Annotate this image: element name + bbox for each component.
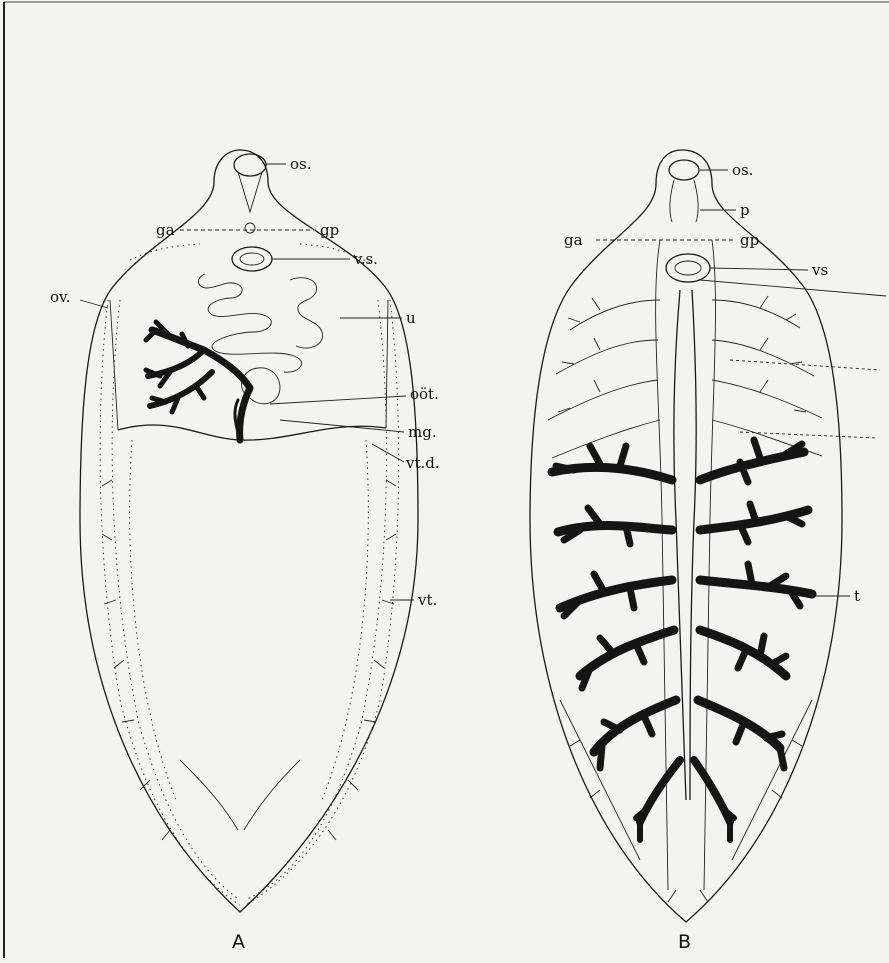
panel-b-label-ga: ga	[564, 231, 583, 249]
panel-b: os. p ga gp vs t B	[530, 150, 886, 953]
panel-a-label-gp: gp	[320, 221, 339, 239]
panel-a-vitelline-sides	[110, 300, 388, 430]
panel-a-label-vtd: vt.d.	[405, 454, 440, 472]
panel-a-leader-mg	[280, 420, 404, 432]
panel-a-ovary	[146, 322, 250, 440]
panel-b-label-os: os.	[732, 161, 754, 179]
panel-b-label-p: p	[740, 201, 750, 219]
panel-a-caption: A	[232, 931, 245, 953]
panel-b-caption: B	[678, 931, 691, 953]
panel-a-genital-pore	[245, 223, 255, 233]
panel-a-label-ga: ga	[156, 221, 175, 239]
panel-a-label-oot: oöt.	[410, 385, 439, 403]
panel-b-label-gp: gp	[740, 231, 759, 249]
panel-a-label-vs: v.s.	[353, 250, 378, 268]
panel-a-label-mg: mg.	[408, 423, 437, 441]
panel-a-pharynx	[238, 172, 262, 212]
panel-b-leader-extra-1	[700, 280, 886, 296]
panel-b-ventral-sucker-inner	[675, 261, 701, 275]
panel-a-ventral-sucker-inner	[240, 253, 264, 265]
panel-b-label-vs: vs	[811, 261, 828, 279]
panel-b-oral-sucker	[669, 160, 699, 180]
panel-a-label-os: os.	[290, 155, 312, 173]
panel-b-pharynx	[670, 180, 698, 222]
panel-b-ventral-sucker	[666, 254, 710, 282]
panel-b-leader-vs	[710, 268, 808, 270]
panel-b-leader-extra-2	[730, 360, 880, 370]
panel-a-vitellaria	[100, 244, 399, 905]
panel-a-label-ov: ov.	[50, 288, 71, 306]
panel-b-label-t: t	[854, 587, 860, 605]
panel-b-testes	[552, 440, 812, 840]
panel-a-label-vt: vt.	[417, 591, 437, 609]
panel-a-ventral-sucker	[232, 247, 272, 271]
panel-a-vitelline-duct	[118, 425, 386, 440]
panel-a: os. ga gp v.s. ov. u oöt. mg. vt.d. vt. …	[50, 150, 440, 953]
panel-a-oral-sucker	[234, 154, 266, 176]
panel-b-cirrus-sac	[674, 290, 696, 800]
panel-a-label-u: u	[406, 309, 416, 327]
panel-a-leader-vtd	[372, 444, 404, 462]
panel-a-vitellaria-branches	[102, 480, 396, 840]
